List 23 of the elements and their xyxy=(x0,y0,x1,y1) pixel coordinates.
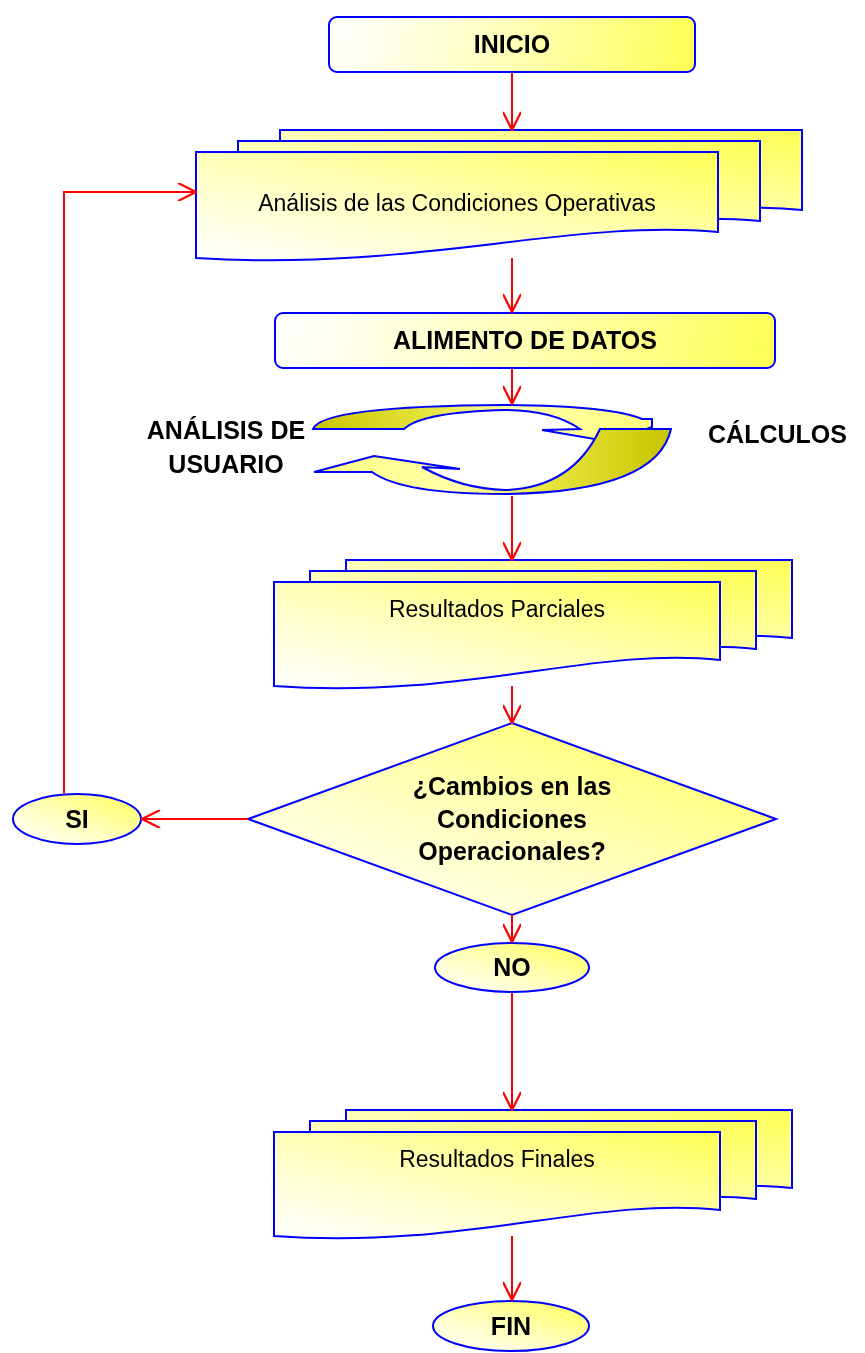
node-label: NO xyxy=(493,952,531,984)
side-label: ANÁLISIS DE USUARIO xyxy=(145,415,307,480)
side-label: CÁLCULOS xyxy=(707,419,848,450)
node-label: Resultados Parciales xyxy=(388,595,606,625)
box-label: INICIO xyxy=(473,30,551,59)
arrow xyxy=(501,914,523,944)
arrow xyxy=(140,808,249,830)
arrow xyxy=(501,495,523,562)
process-box xyxy=(328,16,696,73)
process-box xyxy=(274,312,776,369)
arrow xyxy=(501,368,523,406)
node-label: Resultados Finales xyxy=(399,1145,595,1175)
arrow xyxy=(63,181,198,795)
box-label: ALIMENTO DE DATOS xyxy=(393,326,657,355)
arrow xyxy=(501,72,523,132)
node-label: ¿Cambios en las Condiciones Operacionales? xyxy=(411,771,613,868)
arrow xyxy=(501,257,523,314)
arrow xyxy=(501,992,523,1112)
node-label: FIN xyxy=(490,1310,532,1342)
arrow xyxy=(501,685,523,725)
node-label: SI xyxy=(65,803,89,835)
node-label: Análisis de las Condiciones Operativas xyxy=(258,189,656,219)
arrow xyxy=(501,1235,523,1302)
